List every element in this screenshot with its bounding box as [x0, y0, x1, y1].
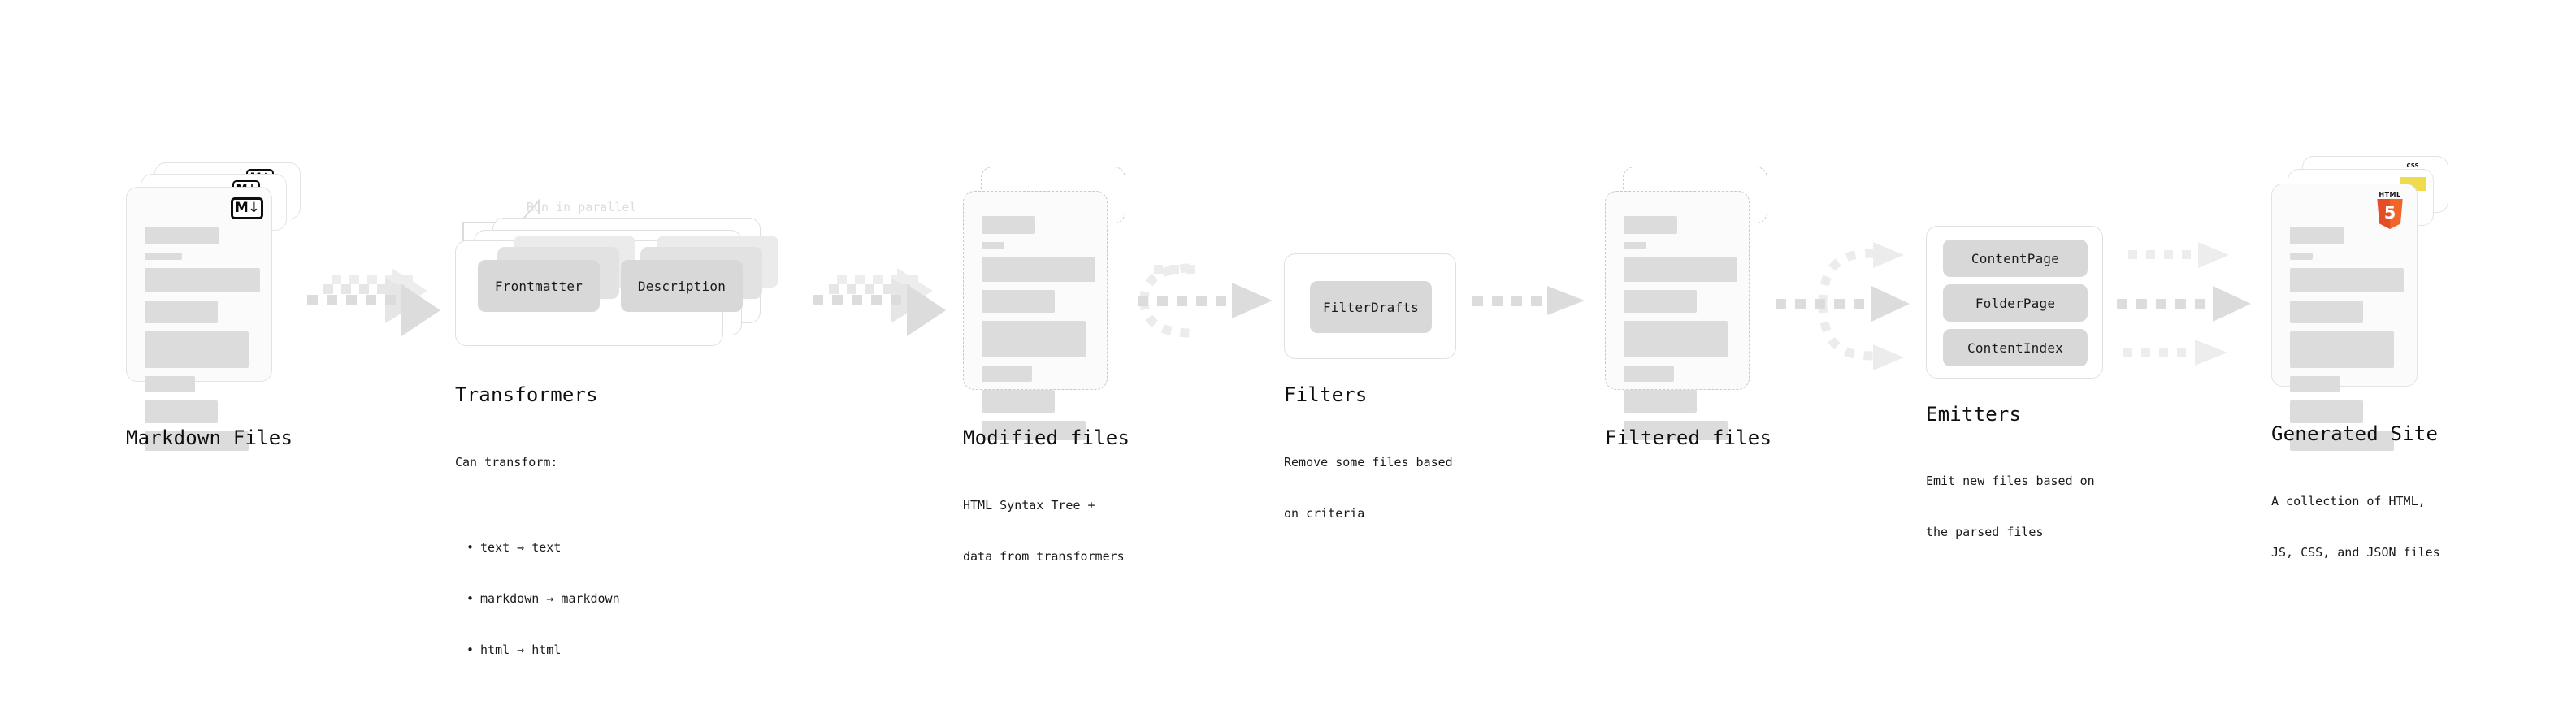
modified-files-subtitle: HTML Syntax Tree + data from transformer…	[963, 463, 1125, 599]
content-line	[982, 390, 1055, 413]
content-line	[1624, 390, 1697, 413]
content-line	[145, 268, 260, 292]
content-line	[2290, 253, 2313, 260]
modified-files-subtitle-line: data from transformers	[963, 549, 1125, 564]
markdown-icon: M↓	[231, 197, 263, 219]
connector-modified-to-filters	[1138, 260, 1284, 349]
file-content-lines	[982, 216, 1095, 448]
connector-filters-to-filtered	[1472, 286, 1594, 327]
content-line	[1624, 366, 1674, 382]
transformers-title: Transformers	[455, 383, 598, 406]
content-line	[145, 301, 218, 323]
content-line	[982, 421, 1086, 440]
modified-files-stack	[963, 167, 1150, 440]
generated-site-subtitle: A collection of HTML, JS, CSS, and JSON …	[2271, 459, 2440, 595]
transformers-bullet: html → html	[466, 642, 620, 659]
content-line	[982, 257, 1095, 282]
content-line	[2290, 431, 2394, 451]
modified-files-title: Modified files	[963, 426, 1130, 449]
filters-subtitle-line: on criteria	[1284, 506, 1365, 521]
content-line	[145, 253, 182, 260]
filters-subtitle-line: Remove some files based	[1284, 455, 1453, 470]
content-line	[982, 290, 1055, 313]
content-line	[982, 216, 1035, 234]
filtered-files-title: Filtered files	[1605, 426, 1772, 449]
file-content-lines	[2290, 227, 2404, 459]
content-line	[1624, 421, 1728, 440]
content-line	[1624, 321, 1728, 357]
markdown-files-stack: M↓ M↓ M↓	[126, 162, 317, 451]
html5-digit: 5	[2383, 203, 2396, 223]
filtered-files-stack	[1605, 167, 1792, 440]
html5-label: HTML	[2379, 191, 2401, 198]
run-in-parallel-label: Run in parallel	[527, 200, 637, 214]
file-content-lines	[1624, 216, 1737, 448]
content-line	[2290, 227, 2344, 244]
transformers-subtitle-heading: Can transform:	[455, 455, 558, 470]
transformers-bullet-list: text → text markdown → markdown html → h…	[455, 505, 620, 693]
css3-label: CSS	[2406, 162, 2419, 169]
content-line	[2290, 301, 2363, 323]
content-line	[145, 376, 195, 392]
connector-filtered-to-emitters	[1776, 236, 1926, 382]
content-line	[1624, 290, 1697, 313]
content-line	[145, 431, 249, 451]
transformers-subtitle: Can transform: text → text markdown → ma…	[455, 420, 620, 727]
transformer-chip-frontmatter[interactable]: Frontmatter	[478, 260, 600, 312]
content-line	[2290, 268, 2404, 292]
html5-icon: HTML 5	[2374, 191, 2405, 229]
transformer-chip-description[interactable]: Description	[621, 260, 743, 312]
filters-box[interactable]: FilterDrafts	[1284, 253, 1456, 359]
generated-site-title: Generated Site	[2271, 422, 2439, 445]
filters-subtitle: Remove some files based on criteria	[1284, 420, 1453, 556]
filtered-file-card-front	[1605, 191, 1750, 440]
connector-transformers-to-modified	[813, 268, 959, 349]
modified-file-card-front	[963, 191, 1108, 440]
content-line	[145, 400, 218, 423]
content-line	[982, 242, 1004, 249]
transformers-bullet: text → text	[466, 539, 620, 556]
emitters-subtitle: Emit new files based on the parsed files	[1926, 439, 2095, 575]
filter-chip-filterdrafts[interactable]: FilterDrafts	[1310, 281, 1432, 333]
diagram-canvas: M↓ M↓ M↓ Markdown Files	[0, 0, 2576, 681]
content-line	[982, 366, 1032, 382]
content-line	[1624, 242, 1646, 249]
generated-site-stack: CSS HTML 5	[2271, 156, 2466, 451]
modified-files-subtitle-line: HTML Syntax Tree +	[963, 498, 1095, 513]
connector-emitters-to-site	[2117, 234, 2259, 372]
site-file-card-front: HTML 5	[2271, 184, 2418, 451]
emitters-subtitle-line: the parsed files	[1926, 525, 2044, 539]
html5-shield: 5	[2377, 199, 2403, 229]
transformers-stack: Frontmatter Description	[455, 218, 780, 364]
generated-site-subtitle-line: JS, CSS, and JSON files	[2271, 545, 2440, 560]
emitters-box[interactable]: ContentPage FolderPage ContentIndex	[1926, 226, 2103, 379]
markdown-files-title: Markdown Files	[126, 426, 293, 449]
content-line	[2290, 400, 2363, 423]
content-line	[1624, 216, 1677, 234]
emitter-chip-folderpage[interactable]: FolderPage	[1943, 284, 2088, 322]
filters-title: Filters	[1284, 383, 1368, 406]
connector-markdown-to-transformers	[307, 268, 453, 349]
content-line	[2290, 376, 2340, 392]
file-content-lines	[145, 227, 260, 459]
emitters-title: Emitters	[1926, 403, 2022, 426]
content-line	[145, 331, 249, 368]
transformers-bullet: markdown → markdown	[466, 591, 620, 608]
generated-site-subtitle-line: A collection of HTML,	[2271, 494, 2426, 508]
markdown-file-card-front: M↓	[126, 187, 272, 451]
emitter-chip-contentindex[interactable]: ContentIndex	[1943, 329, 2088, 366]
emitter-chip-contentpage[interactable]: ContentPage	[1943, 240, 2088, 277]
emitters-subtitle-line: Emit new files based on	[1926, 474, 2095, 488]
content-line	[145, 227, 219, 244]
content-line	[982, 321, 1086, 357]
content-line	[2290, 331, 2394, 368]
content-line	[1624, 257, 1737, 282]
